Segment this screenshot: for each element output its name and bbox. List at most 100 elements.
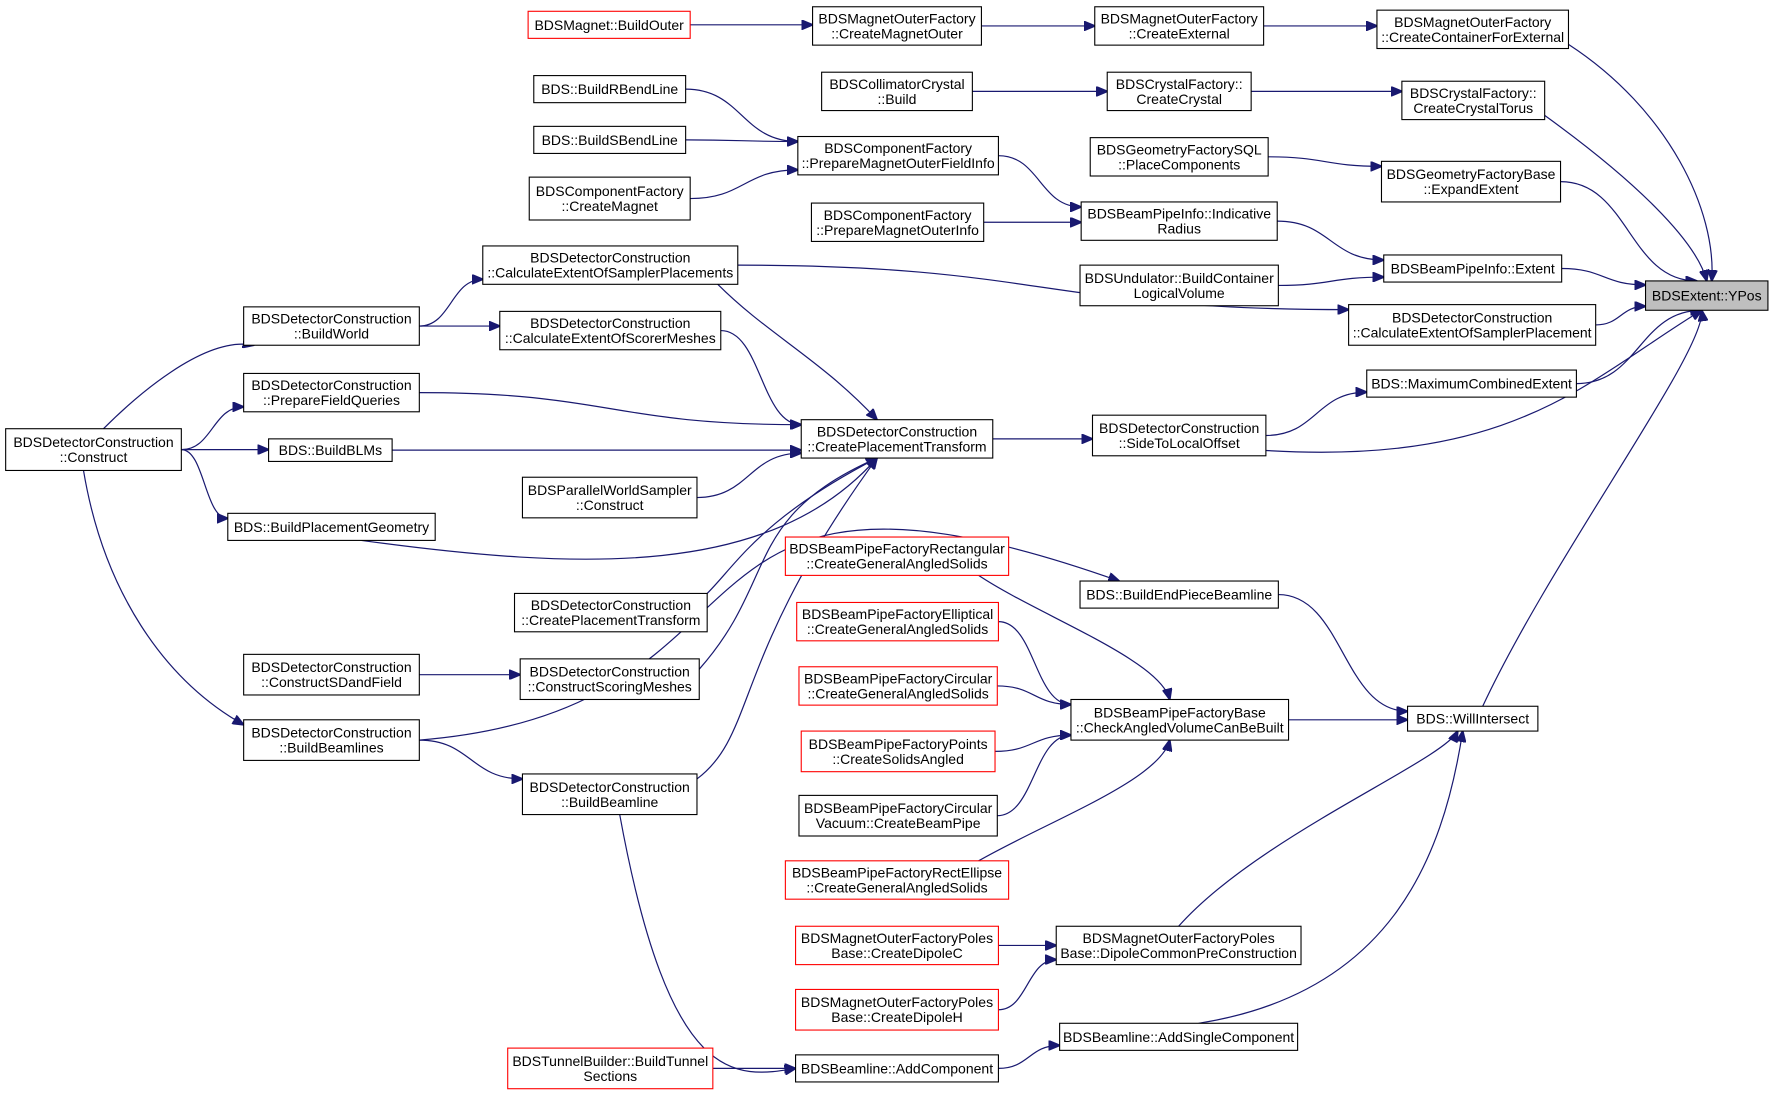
- node-box[interactable]: [1091, 414, 1267, 457]
- node-n30[interactable]: BDSBeamPipeFactoryRectangular::CreateGen…: [784, 536, 1010, 576]
- node-box[interactable]: [1055, 925, 1302, 966]
- node-n17[interactable]: BDSBeamPipeInfo::Extent: [1383, 254, 1563, 283]
- node-box[interactable]: [521, 773, 698, 816]
- node-box[interactable]: [521, 476, 698, 519]
- node-box[interactable]: [1406, 705, 1539, 732]
- node-box[interactable]: [227, 512, 436, 541]
- node-n6[interactable]: BDSCrystalFactory::CreateCrystal: [1106, 71, 1252, 112]
- node-n42[interactable]: BDSBeamPipeFactoryCircularVacuum::Create…: [798, 794, 998, 837]
- node-n9[interactable]: BDS::BuildSBendLine: [533, 125, 687, 154]
- node-box[interactable]: [797, 135, 999, 176]
- node-n43[interactable]: BDSBeamPipeFactoryRectEllipse::CreateGen…: [784, 860, 1010, 900]
- node-n11[interactable]: BDSComponentFactory::PrepareMagnetOuterF…: [797, 135, 999, 176]
- node-box[interactable]: [1366, 369, 1577, 398]
- node-box[interactable]: [507, 1047, 714, 1090]
- node-n32[interactable]: BDSDetectorConstruction::CreatePlacement…: [513, 592, 708, 633]
- node-box[interactable]: [519, 658, 700, 701]
- node-n31[interactable]: BDS::BuildEndPieceBeamline: [1079, 580, 1279, 609]
- node-n23[interactable]: BDSDetectorConstruction::PrepareFieldQue…: [243, 372, 420, 413]
- node-box[interactable]: [1079, 580, 1279, 609]
- node-box[interactable]: [528, 176, 691, 221]
- node-box[interactable]: [243, 372, 420, 413]
- node-n35[interactable]: BDSDetectorConstruction::ConstructScorin…: [519, 658, 700, 701]
- node-box[interactable]: [1059, 1022, 1299, 1051]
- node-n49[interactable]: BDSBeamline::AddComponent: [795, 1054, 999, 1083]
- node-n2[interactable]: BDSMagnetOuterFactory::CreateMagnetOuter: [812, 6, 982, 46]
- node-n28[interactable]: BDSParallelWorldSampler::Construct: [521, 476, 698, 519]
- node-box[interactable]: [243, 719, 420, 761]
- node-box[interactable]: [1070, 698, 1290, 741]
- node-n1[interactable]: BDSMagnet::BuildOuter: [527, 10, 691, 39]
- node-n24[interactable]: BDSDetectorConstruction::CreatePlacement…: [800, 419, 994, 459]
- node-n8[interactable]: BDS::BuildRBendLine: [533, 75, 687, 104]
- node-box[interactable]: [5, 428, 182, 472]
- node-box[interactable]: [784, 860, 1010, 900]
- node-n3[interactable]: BDSMagnetOuterFactory::CreateExternal: [1094, 6, 1265, 46]
- node-n26[interactable]: BDSDetectorConstruction::Construct: [5, 428, 182, 472]
- node-n20[interactable]: BDSDetectorConstruction::BuildWorld: [243, 306, 420, 346]
- node-box[interactable]: [1383, 254, 1563, 283]
- node-n10[interactable]: BDSComponentFactory::CreateMagnet: [528, 176, 691, 221]
- node-box[interactable]: [1089, 137, 1269, 177]
- node-n12[interactable]: BDSGeometryFactorySQL::PlaceComponents: [1089, 137, 1269, 177]
- node-n45[interactable]: BDSMagnetOuterFactoryPolesBase::DipoleCo…: [1055, 925, 1302, 966]
- node-box[interactable]: [812, 6, 982, 46]
- node-n44[interactable]: BDSMagnetOuterFactoryPolesBase::CreateDi…: [795, 925, 999, 966]
- node-n29[interactable]: BDS::BuildPlacementGeometry: [227, 512, 436, 541]
- node-box[interactable]: [1376, 9, 1570, 50]
- node-box[interactable]: [821, 71, 973, 112]
- node-n5[interactable]: BDSCollimatorCrystal::Build: [821, 71, 973, 112]
- node-box[interactable]: [800, 730, 996, 773]
- node-n36[interactable]: BDSBeamPipeFactoryCircular::CreateGenera…: [798, 666, 998, 706]
- node-n37[interactable]: BDSBeamPipeFactoryBase::CheckAngledVolum…: [1070, 698, 1290, 741]
- node-box[interactable]: [482, 245, 739, 285]
- node-n27[interactable]: BDS::BuildBLMs: [268, 438, 393, 462]
- node-box[interactable]: [1380, 160, 1562, 203]
- node-box[interactable]: [1644, 280, 1769, 311]
- node-box[interactable]: [1348, 304, 1597, 346]
- node-box[interactable]: [810, 202, 985, 242]
- node-box[interactable]: [798, 666, 998, 706]
- node-box[interactable]: [499, 310, 722, 351]
- node-n4[interactable]: BDSMagnetOuterFactory::CreateContainerFo…: [1376, 9, 1570, 50]
- node-n18[interactable]: BDSDetectorConstruction::CalculateExtent…: [482, 245, 739, 285]
- node-n47[interactable]: BDSBeamline::AddSingleComponent: [1059, 1022, 1299, 1051]
- node-box[interactable]: [1079, 264, 1279, 307]
- node-box[interactable]: [798, 794, 998, 837]
- node-n19[interactable]: BDSDetectorConstruction::CalculateExtent…: [1348, 304, 1597, 346]
- node-box[interactable]: [243, 306, 420, 346]
- node-n16[interactable]: BDSUndulator::BuildContainerLogicalVolum…: [1079, 264, 1279, 307]
- node-box[interactable]: [513, 592, 708, 633]
- node-n40[interactable]: BDSBeamPipeFactoryPoints::CreateSolidsAn…: [800, 730, 996, 773]
- node-box[interactable]: [800, 419, 994, 459]
- node-n13[interactable]: BDSGeometryFactoryBase::ExpandExtent: [1380, 160, 1562, 203]
- node-n25[interactable]: BDSDetectorConstruction::SideToLocalOffs…: [1091, 414, 1267, 457]
- node-n34[interactable]: BDSDetectorConstruction::ConstructSDandF…: [243, 653, 420, 696]
- node-n21[interactable]: BDSDetectorConstruction::CalculateExtent…: [499, 310, 722, 351]
- node-n7[interactable]: BDSCrystalFactory::CreateCrystalTorus: [1401, 80, 1546, 121]
- node-box[interactable]: [1401, 80, 1546, 121]
- node-box[interactable]: [243, 653, 420, 696]
- node-box[interactable]: [784, 536, 1010, 576]
- node-n39[interactable]: BDSDetectorConstruction::BuildBeamlines: [243, 719, 420, 761]
- node-n14[interactable]: BDSComponentFactory::PrepareMagnetOuterI…: [810, 202, 985, 242]
- node-box[interactable]: [1094, 6, 1265, 46]
- node-box[interactable]: [533, 125, 687, 154]
- node-target[interactable]: BDSExtent::YPos: [1644, 280, 1769, 311]
- node-n38[interactable]: BDS::WillIntersect: [1406, 705, 1539, 732]
- node-box[interactable]: [1080, 201, 1278, 241]
- node-box[interactable]: [795, 988, 999, 1031]
- node-box[interactable]: [1106, 71, 1252, 112]
- node-box[interactable]: [527, 10, 691, 39]
- node-box[interactable]: [268, 438, 393, 462]
- node-n22[interactable]: BDS::MaximumCombinedExtent: [1366, 369, 1577, 398]
- node-box[interactable]: [533, 75, 687, 104]
- node-box[interactable]: [795, 1054, 999, 1083]
- node-n46[interactable]: BDSMagnetOuterFactoryPolesBase::CreateDi…: [795, 988, 999, 1031]
- node-n41[interactable]: BDSDetectorConstruction::BuildBeamline: [521, 773, 698, 816]
- node-n33[interactable]: BDSBeamPipeFactoryElliptical::CreateGene…: [796, 601, 999, 642]
- node-box[interactable]: [795, 925, 999, 966]
- node-box[interactable]: [796, 601, 999, 642]
